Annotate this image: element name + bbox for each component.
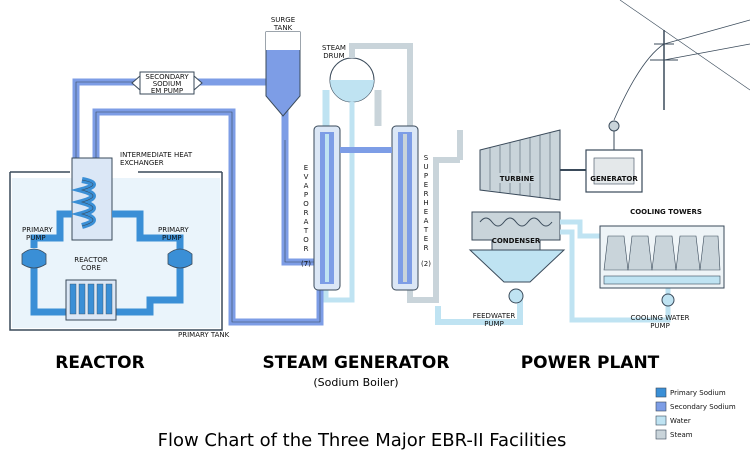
turbine: TURBINE bbox=[479, 129, 586, 201]
legend-item-water: Water bbox=[655, 415, 691, 426]
evaporator-count: (7) bbox=[301, 260, 311, 268]
generator-label: GENERATOR bbox=[590, 175, 638, 183]
evap-letter-8: O bbox=[303, 236, 309, 244]
intermediate-heat-exchanger: INTERMEDIATE HEAT EXCHANGER bbox=[70, 151, 193, 241]
sh-letter-8: T bbox=[423, 226, 429, 234]
surge-tank: SURGE TANK bbox=[265, 16, 301, 117]
steam-drum-label-1: STEAM bbox=[322, 44, 346, 52]
superheater bbox=[391, 125, 419, 291]
sh-letter-1: U bbox=[423, 163, 428, 171]
reactor-core-label-2: CORE bbox=[81, 264, 101, 272]
steam-drum-label-2: DRUM bbox=[323, 52, 344, 60]
evap-letter-1: V bbox=[304, 173, 309, 181]
evaporator bbox=[313, 125, 341, 291]
em-pump-label-1: SECONDARY bbox=[145, 73, 189, 81]
reactor-core: REACTOR CORE bbox=[65, 256, 117, 321]
secondary-sodium-em-pump: SECONDARY SODIUM EM PUMP bbox=[131, 71, 203, 95]
generator: GENERATOR bbox=[585, 120, 643, 193]
evap-letter-2: A bbox=[304, 182, 309, 190]
cooling-towers: COOLING TOWERS COOLING WATER PUMP bbox=[599, 208, 725, 330]
cooling-water-pump-label-1: COOLING WATER bbox=[630, 314, 689, 322]
primary-pump-left-label-1: PRIMARY bbox=[22, 226, 53, 234]
cooling-towers-label: COOLING TOWERS bbox=[630, 208, 702, 216]
sh-letter-10: R bbox=[424, 244, 429, 252]
condenser-label: CONDENSER bbox=[492, 237, 541, 245]
feedwater-pump-label-2: PUMP bbox=[484, 320, 504, 328]
primary-pump-right-label-2: PUMP bbox=[162, 234, 182, 242]
primary-sodium-piping bbox=[30, 210, 184, 316]
section-power-plant: POWER PLANT bbox=[521, 353, 660, 373]
primary-pump-right: PRIMARY PUMP bbox=[158, 226, 193, 269]
evaporator-vertical-label: E V A P O R A T O R (7) bbox=[301, 164, 311, 268]
sh-letter-0: S bbox=[424, 154, 429, 162]
legend: Primary Sodium Secondary Sodium Water St… bbox=[655, 387, 736, 440]
primary-tank-label: PRIMARY TANK bbox=[178, 331, 230, 339]
evap-letter-7: T bbox=[303, 227, 309, 235]
legend-item-secondary-sodium: Secondary Sodium bbox=[655, 401, 736, 412]
legend-label-water: Water bbox=[670, 417, 691, 425]
sh-letter-4: R bbox=[424, 190, 429, 198]
legend-label-primary-sodium: Primary Sodium bbox=[670, 389, 726, 397]
superheater-vertical-label: S U P E R H E A T E R (2) bbox=[421, 154, 431, 268]
primary-pump-right-label-1: PRIMARY bbox=[158, 226, 189, 234]
ihx-label-1: INTERMEDIATE HEAT bbox=[120, 151, 193, 159]
evap-letter-5: R bbox=[304, 209, 309, 217]
sh-letter-3: E bbox=[424, 181, 428, 189]
ihx-label-2: EXCHANGER bbox=[120, 159, 164, 167]
primary-pump-left-label-2: PUMP bbox=[26, 234, 46, 242]
primary-pump-left: PRIMARY PUMP bbox=[21, 226, 53, 269]
evap-letter-4: O bbox=[303, 200, 309, 208]
surge-tank-label-1: SURGE bbox=[271, 16, 295, 24]
em-pump-label-3: EM PUMP bbox=[151, 87, 183, 95]
section-steam-generator-sub: (Sodium Boiler) bbox=[313, 376, 398, 389]
sh-letter-9: E bbox=[424, 235, 428, 243]
reactor-core-label-1: REACTOR bbox=[74, 256, 108, 264]
section-reactor: REACTOR bbox=[55, 353, 144, 373]
cooling-water-piping bbox=[560, 219, 671, 323]
section-steam-generator: STEAM GENERATOR bbox=[263, 353, 450, 373]
feedwater-pump: FEEDWATER PUMP bbox=[473, 288, 524, 328]
turbine-label: TURBINE bbox=[500, 175, 535, 183]
feedwater-pump-label-1: FEEDWATER bbox=[473, 312, 516, 320]
em-pump-label-2: SODIUM bbox=[153, 80, 182, 88]
evap-letter-6: A bbox=[304, 218, 309, 226]
sh-letter-2: P bbox=[424, 172, 428, 180]
surge-tank-label-2: TANK bbox=[273, 24, 293, 32]
legend-item-primary-sodium: Primary Sodium bbox=[655, 387, 726, 398]
legend-label-secondary-sodium: Secondary Sodium bbox=[670, 403, 736, 411]
superheater-count: (2) bbox=[421, 260, 431, 268]
power-pylon bbox=[613, 0, 750, 121]
cooling-water-pump-label-2: PUMP bbox=[650, 322, 670, 330]
diagram-title: Flow Chart of the Three Major EBR-II Fac… bbox=[158, 430, 567, 451]
evap-letter-9: R bbox=[304, 245, 309, 253]
sh-letter-5: H bbox=[423, 199, 428, 207]
evap-letter-0: E bbox=[304, 164, 308, 172]
legend-item-steam: Steam bbox=[655, 429, 693, 440]
sh-letter-6: E bbox=[424, 208, 428, 216]
legend-label-steam: Steam bbox=[670, 431, 693, 439]
evap-letter-3: P bbox=[304, 191, 308, 199]
water-steam-piping bbox=[322, 43, 523, 325]
sh-letter-7: A bbox=[424, 217, 429, 225]
steam-drum: STEAM DRUM bbox=[322, 44, 375, 103]
condenser: CONDENSER bbox=[468, 211, 566, 283]
